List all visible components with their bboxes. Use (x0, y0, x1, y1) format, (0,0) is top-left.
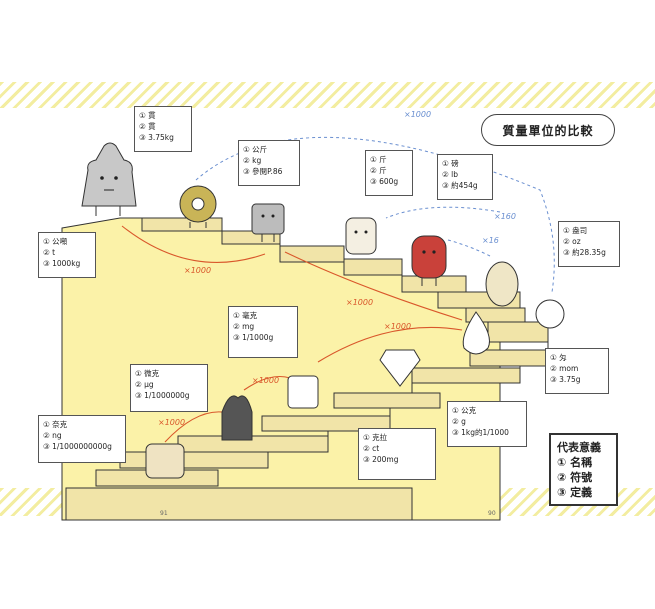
diagram-title: 質量單位的比較 (481, 114, 615, 146)
milligram-character (288, 376, 318, 408)
microgram-character (222, 396, 252, 440)
multiplier-oz-to-lb: ×16 (482, 236, 499, 245)
legend-item-symbol: ② 符號 (557, 470, 610, 485)
momme-character (536, 300, 564, 328)
jin-bread-character (346, 218, 376, 254)
multiplier-kg-to-t: ×1000 (184, 266, 211, 275)
guan-character (82, 143, 136, 216)
legend-box: 代表意義 ① 名稱 ② 符號 ③ 定義 (549, 433, 618, 506)
multiplier-lb-to-jin: ×160 (494, 212, 516, 221)
multiplier-ng-to-ug: ×1000 (158, 418, 185, 427)
legend-item-name: ① 名稱 (557, 455, 610, 470)
legend-heading: 代表意義 (557, 440, 610, 455)
multiplier-mg-to-g: ×1000 (384, 322, 411, 331)
ounce-character (486, 262, 518, 306)
page-number-right: 90 (488, 510, 496, 517)
nanogram-character (146, 444, 184, 478)
multiplier-g-to-kg: ×1000 (346, 298, 373, 307)
legend-item-definition: ③ 定義 (557, 485, 610, 500)
kg-character (252, 204, 284, 242)
coin-character (180, 186, 216, 228)
carat-diamond-character (380, 350, 420, 386)
multiplier-ug-to-mg: ×1000 (252, 376, 279, 385)
gram-droplet-character (463, 312, 489, 354)
page-number-left: 91 (160, 510, 168, 517)
pound-character (412, 236, 446, 286)
multiplier-top: ×1000 (404, 110, 431, 119)
